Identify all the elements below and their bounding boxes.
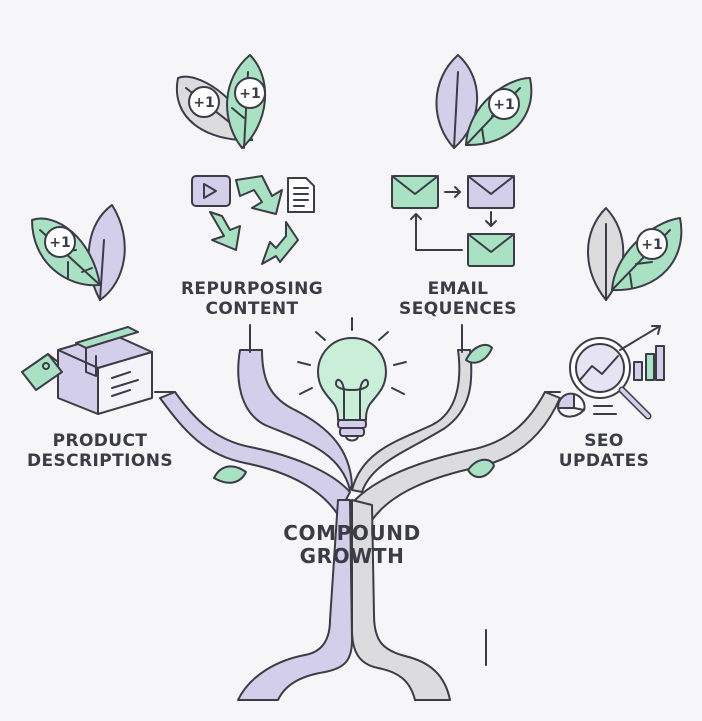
label-repurposing-line2: CONTENT <box>205 298 299 319</box>
leaf-pair-seo: +1 <box>587 207 683 301</box>
label-seo-line2: UPDATES <box>558 450 650 471</box>
label-product-line2: DESCRIPTIONS <box>27 450 173 471</box>
label-compound-growth: COMPOUND GROWTH <box>283 522 421 568</box>
tree-trunk <box>154 324 561 701</box>
email-flow-icon <box>391 175 515 267</box>
label-repurposing-content: REPURPOSING CONTENT <box>180 279 324 319</box>
recycle-icon <box>191 175 315 265</box>
lightbulb-icon <box>297 317 407 442</box>
leaf-pair-email: +1 <box>435 54 533 149</box>
badge-email: +1 <box>493 97 514 113</box>
badge-repurposing-1: +1 <box>193 95 214 111</box>
magnifier-chart-icon <box>557 325 665 420</box>
label-repurposing-line1: REPURPOSING <box>180 279 324 299</box>
label-seo-line1: SEO <box>584 431 624 451</box>
leaf-pair-product: +1 <box>31 204 126 301</box>
badge-seo: +1 <box>641 237 662 253</box>
label-center-line1: COMPOUND <box>283 521 421 545</box>
label-seo-updates: SEO UPDATES <box>558 431 650 471</box>
label-email-line2: SEQUENCES <box>399 298 517 319</box>
label-product-descriptions: PRODUCT DESCRIPTIONS <box>27 431 173 471</box>
trunk-leaf-left <box>213 465 247 484</box>
label-email-line1: EMAIL <box>427 279 489 299</box>
trunk-leaf-right-bottom <box>467 458 495 478</box>
package-box-icon <box>21 326 153 415</box>
label-email-sequences: EMAIL SEQUENCES <box>399 279 517 319</box>
leaf-pair-repurposing: +1 +1 <box>175 54 267 149</box>
badge-product: +1 <box>49 235 70 251</box>
label-center-line2: GROWTH <box>299 544 405 568</box>
badge-repurposing-2: +1 <box>239 86 260 102</box>
trunk-leaf-right-top <box>465 343 493 364</box>
label-product-line1: PRODUCT <box>52 431 148 451</box>
